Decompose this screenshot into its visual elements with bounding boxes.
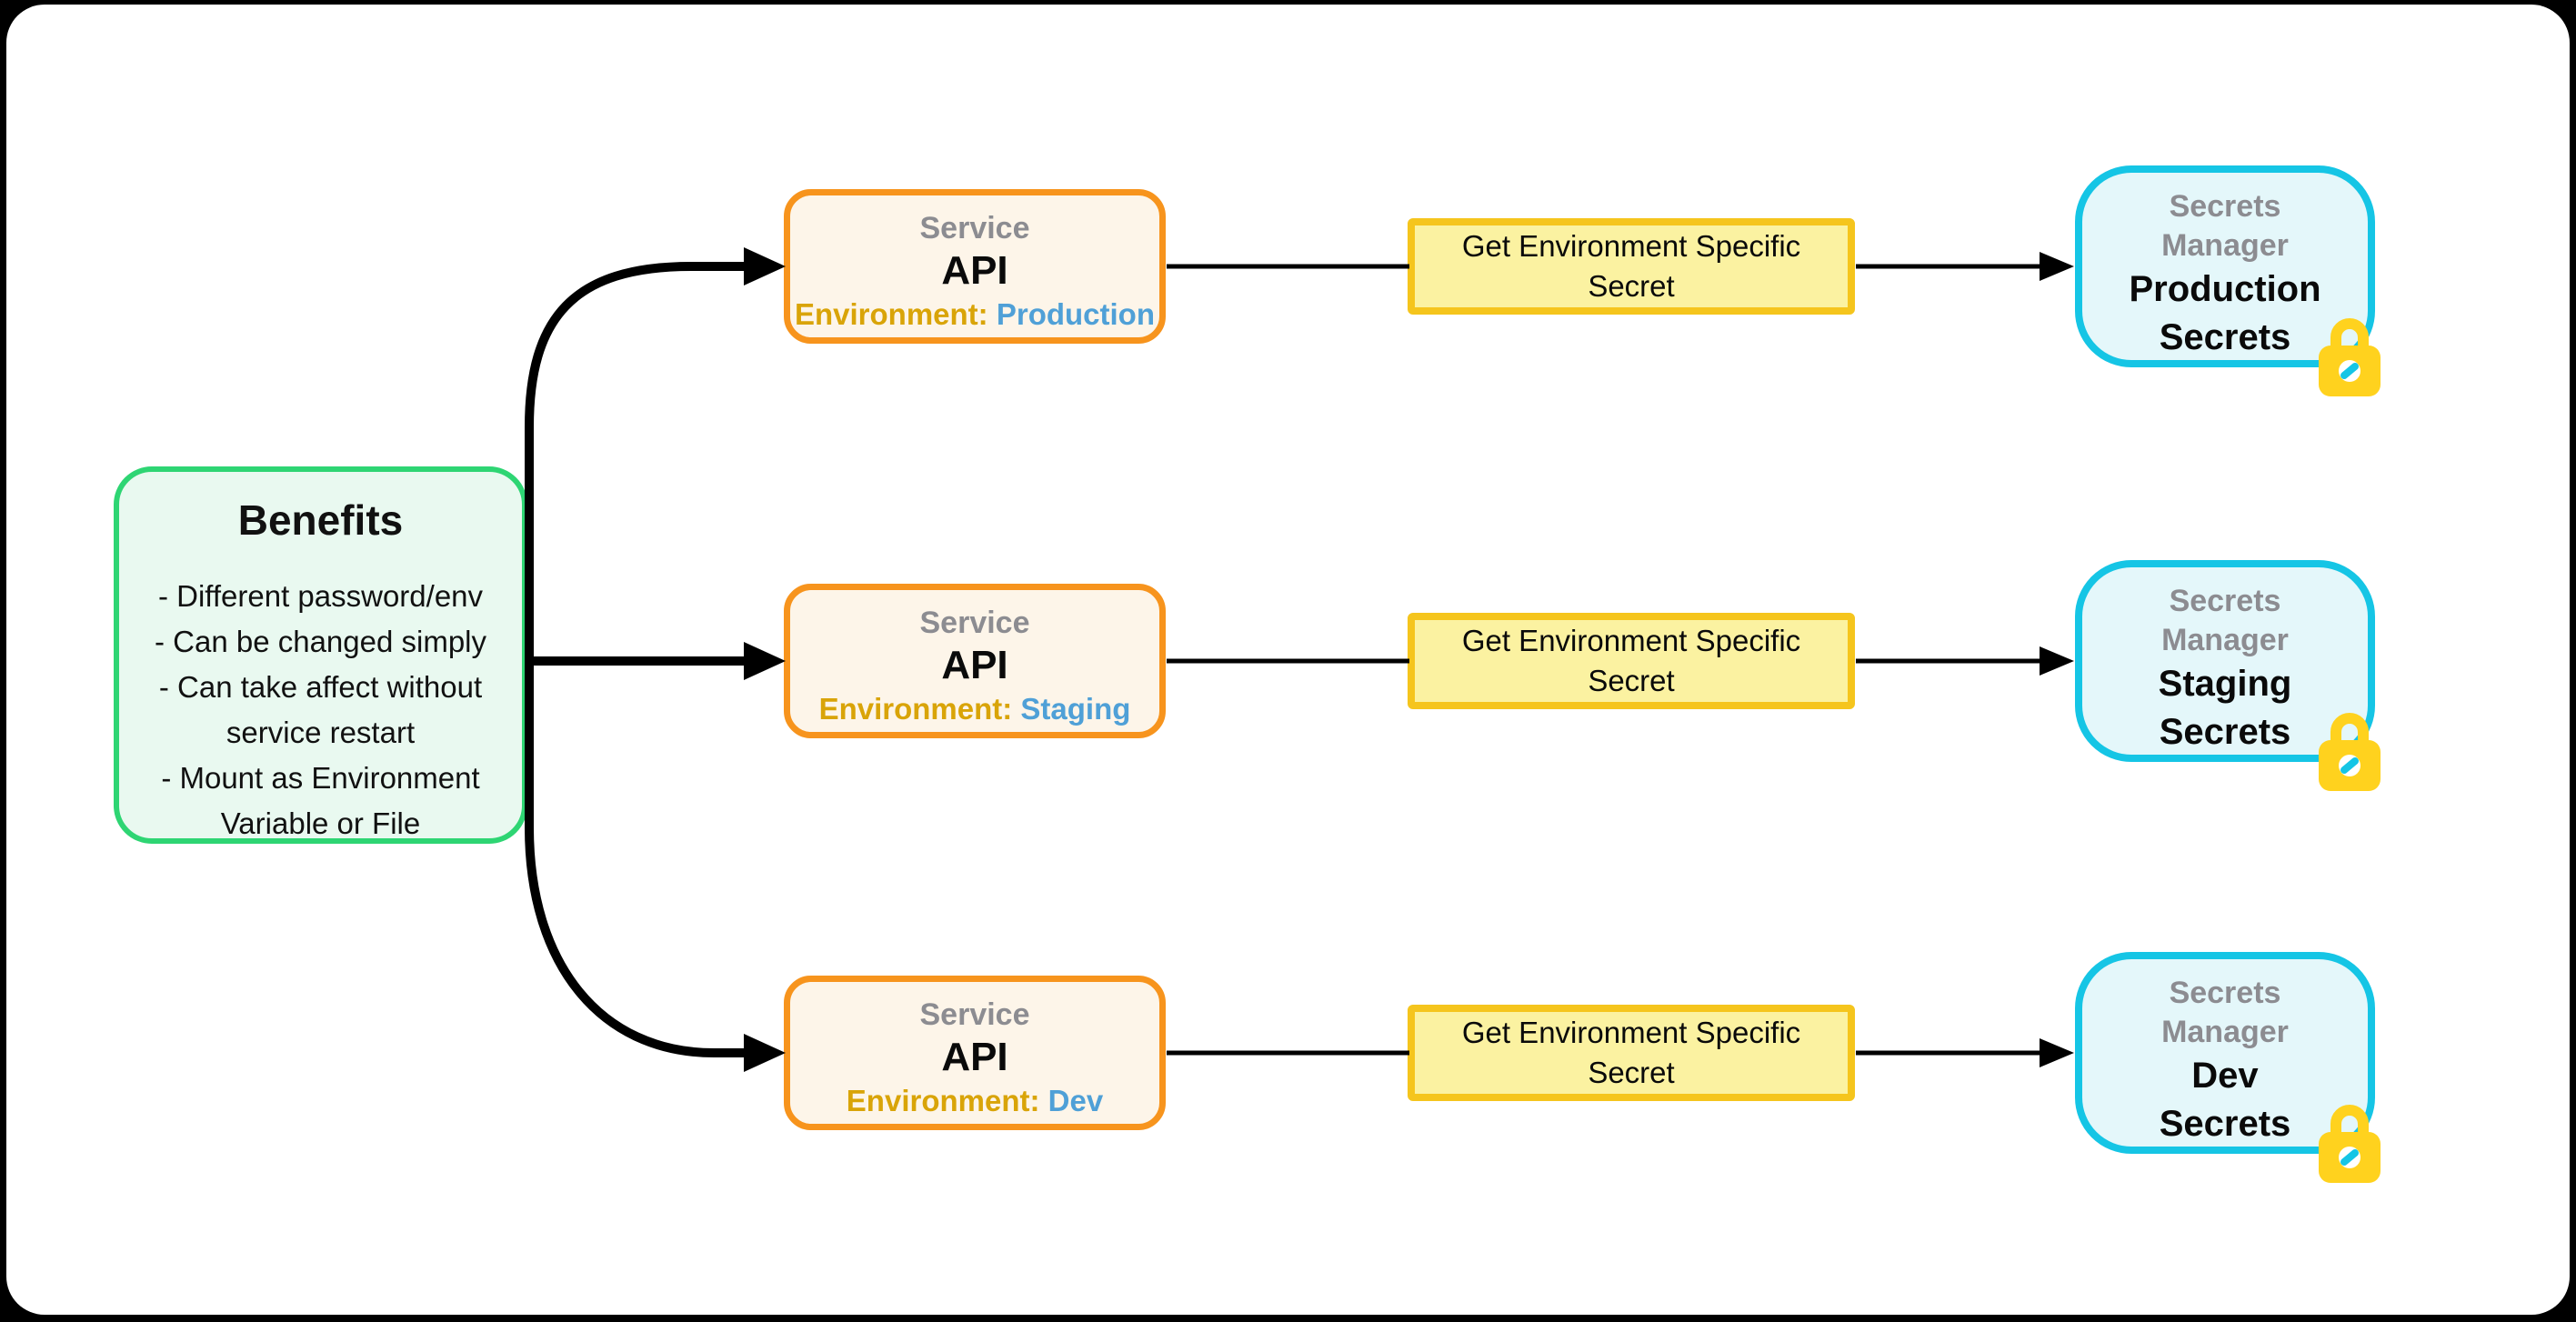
service-name: API [941,1035,1008,1079]
secrets-manager-label: Secrets Manager [2082,173,2368,265]
manager-label-line: Manager [2161,228,2289,263]
service-title: Service [919,606,1030,640]
benefit-item: - Can be changed simply [154,625,487,658]
benefits-box: Benefits - Different password/env - Can … [114,466,527,844]
action-box-production: Get Environment Specific Secret [1408,218,1855,315]
service-title: Service [919,211,1030,245]
benefit-item: - Mount as Environment Variable or File [161,761,480,840]
manager-name-line: Staging [2158,664,2292,704]
service-environment: Environment: Dev [790,1080,1159,1122]
action-box-dev: Get Environment Specific Secret [1408,1005,1855,1101]
service-environment: Environment: Production [790,294,1159,336]
secrets-manager-label: Secrets Manager [2082,959,2368,1052]
service-box-staging: Service API Environment: Staging [784,584,1166,738]
environment-value: Staging [1020,692,1131,726]
benefits-title: Benefits [237,496,404,544]
manager-label-line: Manager [2161,1015,2289,1049]
manager-label-line: Secrets [2169,976,2281,1010]
benefits-list: - Different password/env - Can be change… [119,574,522,846]
manager-name-line: Production [2129,269,2321,309]
lock-icon [2319,318,2381,396]
manager-name-line: Secrets [2159,712,2291,752]
manager-label-line: Manager [2161,623,2289,657]
manager-name-line: Dev [2191,1056,2259,1096]
environment-value: Dev [1047,1084,1104,1117]
secrets-manager-box-production: Secrets Manager Production Secrets [2075,165,2381,396]
manager-name-line: Secrets [2159,317,2291,357]
secrets-manager-name: Dev Secrets [2082,1052,2368,1148]
environment-label: Environment: [794,297,988,331]
environment-value: Production [996,297,1155,331]
secrets-manager-name: Staging Secrets [2082,660,2368,756]
service-box-production: Service API Environment: Production [784,189,1166,344]
service-environment: Environment: Staging [790,688,1159,730]
environment-label: Environment: [846,1084,1040,1117]
secrets-manager-box-dev: Secrets Manager Dev Secrets [2075,952,2381,1183]
manager-label-line: Secrets [2169,189,2281,224]
environment-label: Environment: [818,692,1013,726]
service-name: API [941,643,1008,687]
service-name: API [941,248,1008,293]
benefit-item: - Can take affect without service restar… [158,670,483,749]
service-box-dev: Service API Environment: Dev [784,976,1166,1130]
secrets-manager-label: Secrets Manager [2082,567,2368,660]
action-box-staging: Get Environment Specific Secret [1408,613,1855,709]
secrets-manager-name: Production Secrets [2082,265,2368,362]
manager-label-line: Secrets [2169,584,2281,618]
manager-name-line: Secrets [2159,1104,2291,1144]
service-title: Service [919,997,1030,1032]
lock-icon [2319,1105,2381,1183]
secrets-manager-box-staging: Secrets Manager Staging Secrets [2075,560,2381,791]
lock-icon [2319,713,2381,791]
benefit-item: - Different password/env [157,579,484,613]
